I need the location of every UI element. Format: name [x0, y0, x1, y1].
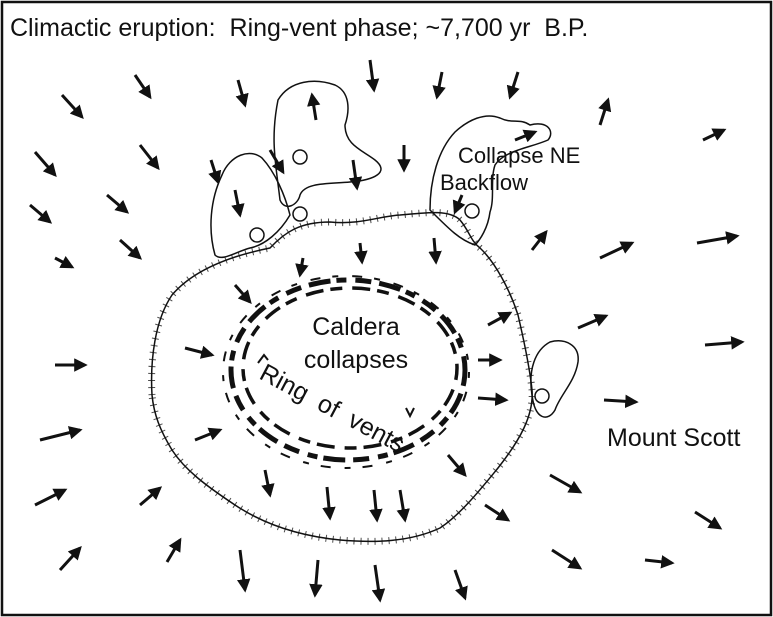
ring-tick-arrow-left: [257, 353, 269, 364]
flow-arrow-icon: [446, 454, 467, 478]
flow-arrow-icon: [428, 237, 442, 265]
flow-arrow-icon: [118, 238, 143, 260]
flow-arrow-icon: [295, 257, 309, 278]
flow-arrow-icon: [603, 394, 639, 409]
flow-arrow-icon: [514, 129, 538, 143]
flow-arrow-icon: [477, 392, 509, 406]
flow-arrow-icon: [577, 314, 609, 330]
flow-arrow-icon: [696, 231, 740, 245]
collapse-ne-label: Collapse NE: [458, 143, 580, 168]
figure-title: Climactic eruption: Ring-vent phase; ~7,…: [10, 14, 588, 42]
flow-arrow-icon: [530, 229, 548, 251]
northwest-lobe-outline: [210, 152, 291, 259]
flow-arrow-icon: [432, 71, 446, 100]
flow-arrow-icon: [307, 92, 321, 121]
flow-arrow-icon: [704, 336, 745, 350]
flow-arrow-icon: [33, 151, 57, 178]
flow-arrow-icon: [194, 427, 223, 442]
flow-arrows: [29, 59, 745, 603]
northeast-lobe-outline: [429, 115, 552, 246]
vent-circle-icon: [249, 227, 265, 243]
flow-arrow-icon: [551, 548, 583, 570]
flow-arrow-icon: [644, 555, 675, 569]
flow-arrow-icon: [58, 546, 82, 572]
flow-arrow-icon: [231, 189, 245, 218]
flow-arrow-icon: [309, 559, 323, 598]
flow-arrow-icon: [452, 194, 466, 215]
flow-arrow-icon: [369, 489, 383, 523]
caldera-label-line2: collapses: [304, 346, 408, 374]
flow-arrow-icon: [348, 159, 363, 191]
flow-arrow-icon: [261, 469, 275, 498]
flow-arrow-icon: [354, 242, 368, 265]
flow-arrow-icon: [233, 284, 252, 305]
flow-arrow-icon: [322, 486, 336, 521]
vent-circle-icon: [292, 149, 308, 165]
ring-of-vents: [222, 275, 470, 469]
flow-arrow-icon: [453, 569, 468, 601]
flow-arrow-icon: [60, 93, 84, 119]
flow-arrow-icon: [371, 564, 386, 603]
backflow-label: Backflow: [440, 170, 528, 195]
caldera-rim-hachures: [148, 209, 536, 545]
flow-arrow-icon: [54, 255, 75, 269]
flow-arrow-icon: [268, 149, 285, 175]
flow-arrow-icon: [702, 128, 727, 142]
vent-circle-icon: [464, 203, 480, 219]
flow-arrow-icon: [133, 74, 152, 100]
flow-arrow-icon: [29, 203, 53, 224]
flow-arrow-icon: [487, 311, 513, 327]
caldera-label-line1: Caldera: [312, 313, 400, 341]
caldera-rim-outline: [150, 211, 533, 543]
flow-arrow-icon: [39, 426, 83, 442]
flow-arrow-icon: [138, 144, 160, 171]
flow-arrow-icon: [506, 71, 520, 100]
flow-arrow-icon: [106, 193, 130, 214]
flow-arrow-icon: [599, 241, 635, 260]
flow-arrow-icon: [598, 97, 612, 126]
flow-arrow-icon: [139, 486, 163, 507]
flow-arrow-icon: [165, 537, 182, 563]
flow-arrow-icon: [396, 489, 410, 523]
flow-arrow-icon: [484, 503, 511, 522]
vent-circle-icon: [292, 206, 308, 222]
flow-arrow-icon: [235, 79, 249, 108]
ring-tick-arrow-right: [405, 407, 415, 419]
flow-arrow-icon: [549, 473, 583, 494]
vent-circle-icon: [534, 388, 550, 404]
flow-arrow-icon: [34, 488, 68, 507]
flow-arrow-icon: [236, 549, 251, 593]
flow-arrow-icon: [184, 345, 215, 359]
flow-arrow-icon: [365, 59, 380, 93]
mount-scott-label: Mount Scott: [607, 424, 740, 452]
flow-arrow-icon: [694, 510, 723, 530]
flow-arrow-icon: [208, 159, 222, 185]
east-lobe-outline: [530, 340, 579, 418]
north-lobe-outline: [273, 80, 382, 208]
